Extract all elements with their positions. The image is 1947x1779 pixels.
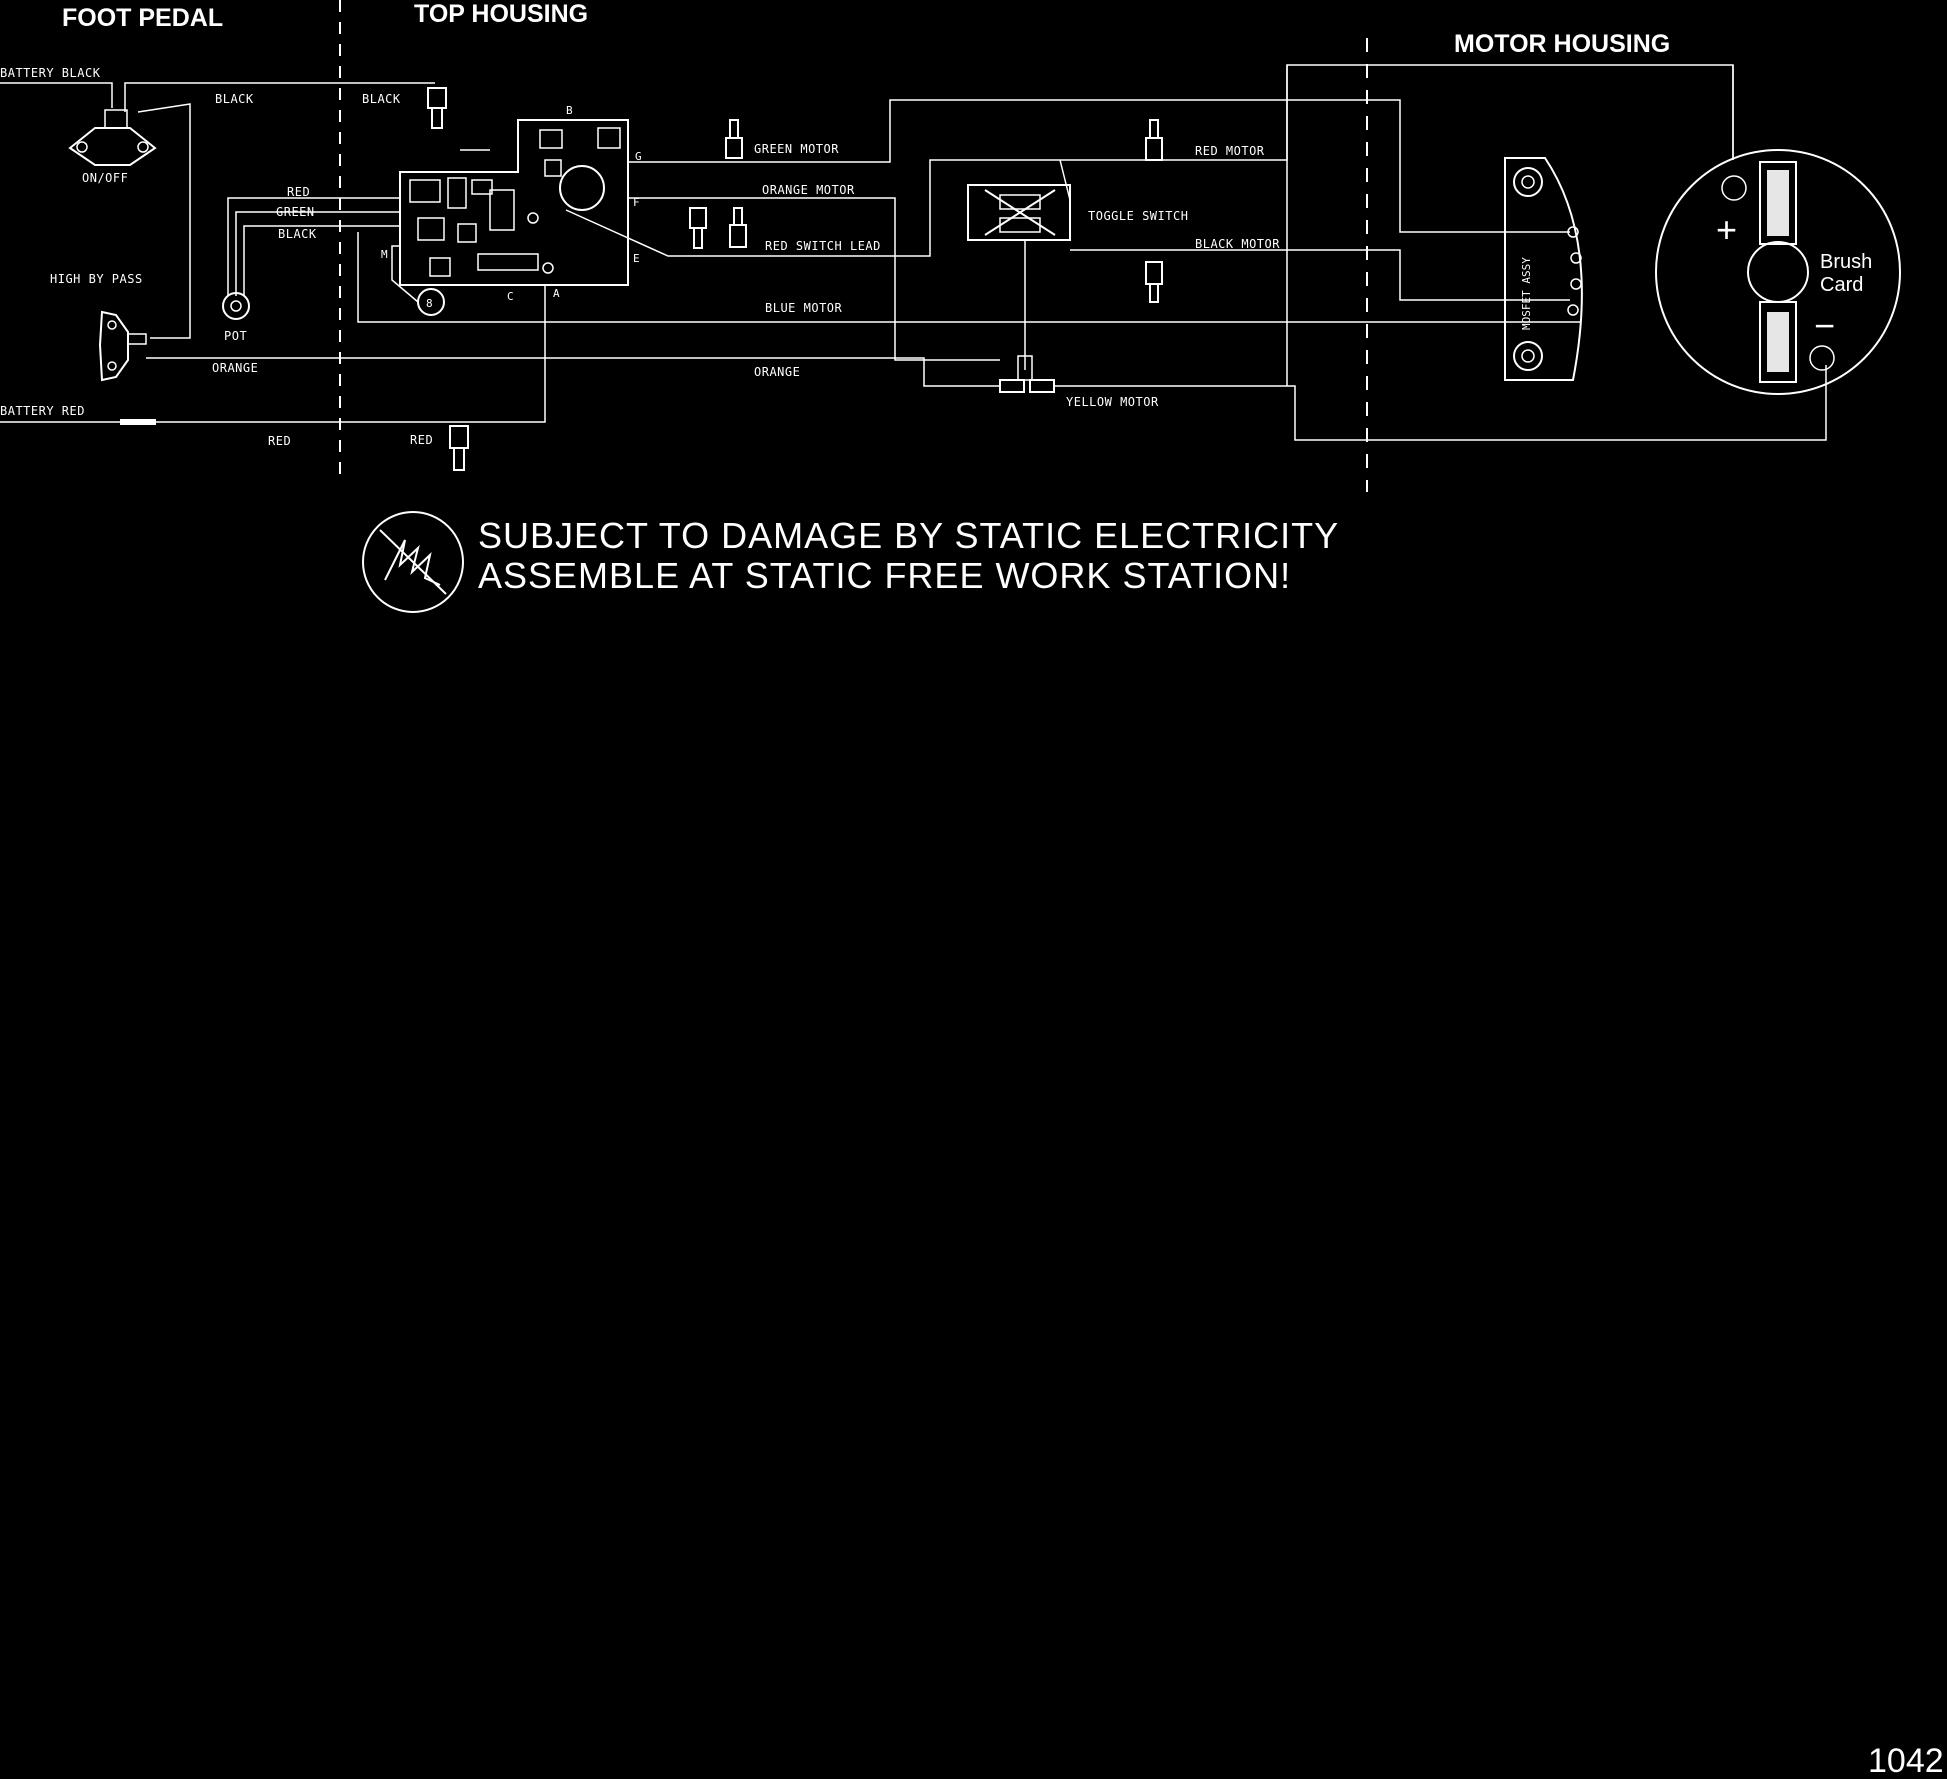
section-top-housing: TOP HOUSING [414, 0, 588, 28]
pin-8: 8 [426, 297, 433, 310]
high-by-pass-switch [98, 310, 147, 382]
label-blue-motor: BLUE MOTOR [765, 301, 843, 315]
warning-line-2: ASSEMBLE AT STATIC FREE WORK STATION! [478, 555, 1291, 596]
section-foot-pedal: FOOT PEDAL [62, 4, 223, 32]
connector-black-motor [1145, 261, 1163, 303]
label-red-motor: RED MOTOR [1195, 144, 1265, 158]
label-pot: POT [224, 329, 247, 343]
connector-black [427, 87, 447, 129]
pin-f: F [633, 196, 640, 209]
label-plus: + [1716, 209, 1738, 250]
label-red-th: RED [410, 433, 433, 447]
connector-red-switch [729, 207, 747, 248]
label-black2-fp: BLACK [278, 227, 317, 241]
label-black-fp: BLACK [215, 92, 254, 106]
label-black-motor: BLACK MOTOR [1195, 237, 1280, 251]
top-housing-section: BLACK B G F E A C M [357, 87, 1580, 471]
page-number: 1042 [1868, 1742, 1944, 1779]
label-battery-red: BATTERY RED [0, 404, 85, 418]
pin-c: C [507, 290, 514, 303]
label-red-switch-lead: RED SWITCH LEAD [765, 239, 881, 253]
pin-b: B [566, 104, 573, 117]
brush-card: + − Brush Card [1655, 149, 1901, 395]
label-high-by-pass: HIGH BY PASS [50, 272, 143, 286]
label-orange-motor: ORANGE MOTOR [762, 183, 855, 197]
label-on-off: ON/OFF [82, 171, 128, 185]
section-motor-housing: MOTOR HOUSING [1454, 30, 1670, 58]
label-black-th: BLACK [362, 92, 401, 106]
connector-red [449, 425, 469, 471]
pin-8-marker: 8 [391, 245, 445, 316]
label-mosfet-assy: MOSFET ASSY [1520, 257, 1533, 330]
toggle-switch [967, 184, 1071, 241]
label-red-fp-bottom: RED [268, 434, 291, 448]
label-orange-wire: ORANGE [754, 365, 800, 379]
motor-housing-section: MOSFET ASSY + − Brush Card [1504, 65, 1901, 395]
pin-a: A [553, 287, 560, 300]
pin-e: E [633, 252, 640, 265]
label-card: Card [1820, 274, 1863, 296]
static-warning: SUBJECT TO DAMAGE BY STATIC ELECTRICITY … [362, 511, 1339, 613]
foot-pedal-section: BATTERY BLACK BLACK ON/OFF RED GREEN BLA… [0, 66, 1000, 448]
warning-line-1: SUBJECT TO DAMAGE BY STATIC ELECTRICITY [478, 515, 1339, 556]
label-orange-fp: ORANGE [212, 361, 258, 375]
pin-g: G [635, 150, 642, 163]
motor-wires: GREEN MOTOR ORANGE MOTOR RED SWITCH LEAD… [565, 64, 1827, 441]
label-brush: Brush [1820, 251, 1872, 273]
label-yellow-motor: YELLOW MOTOR [1066, 395, 1159, 409]
esd-icon [362, 511, 464, 613]
label-minus: − [1814, 305, 1836, 346]
connector-red-motor [1145, 119, 1163, 161]
label-red-fp: RED [287, 185, 310, 199]
on-off-switch [68, 109, 157, 166]
connector-orange-motor [689, 207, 707, 249]
pin-m: M [381, 248, 388, 261]
label-toggle-switch: TOGGLE SWITCH [1088, 209, 1188, 223]
controller-board [399, 119, 629, 286]
mosfet-assy: MOSFET ASSY [1504, 157, 1583, 381]
label-green-motor: GREEN MOTOR [754, 142, 839, 156]
label-battery-black: BATTERY BLACK [0, 66, 101, 80]
splice-yellow [999, 355, 1055, 393]
connector-green-motor [725, 119, 743, 159]
pot [222, 292, 250, 320]
